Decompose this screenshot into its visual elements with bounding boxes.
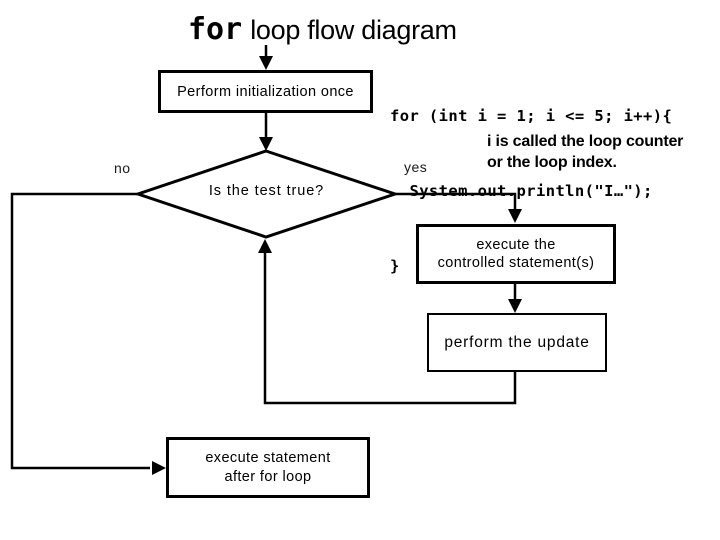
node-initialization-label: Perform initialization once (177, 83, 354, 100)
edge-label-no: no (114, 160, 131, 176)
node-perform-update-label: perform the update (444, 333, 590, 351)
node-after-loop: execute statement after for loop (166, 437, 370, 498)
note-line-1: i is called the loop counter (487, 133, 684, 150)
node-after-line-1: execute statement (205, 449, 331, 466)
arrowhead-into-init (259, 56, 273, 70)
code-line-1: for (int i = 1; i <= 5; i++){ (390, 107, 673, 125)
note-line-2: or the loop index. (487, 154, 617, 171)
title-text: loop flow diagram (250, 15, 457, 45)
decision-diamond (133, 149, 400, 239)
node-after-line-2: after for loop (224, 468, 312, 485)
arrow-feedback-path (263, 252, 517, 405)
node-execute-statements: execute the controlled statement(s) (416, 224, 616, 284)
title-keyword: for (188, 12, 243, 47)
loop-counter-note: i is called the loop counter or the loop… (487, 131, 683, 173)
page-title: for loop flow diagram (188, 12, 457, 47)
arrowhead-into-decision-bottom (258, 239, 272, 253)
node-execute-line-1: execute the (476, 237, 556, 253)
arrow-no-path (10, 192, 150, 470)
code-line-2: System.out.println("I…"); (390, 182, 653, 200)
arrowhead-into-after (152, 461, 166, 475)
arrowhead-into-decision-top (259, 137, 273, 151)
arrowhead-into-update (508, 299, 522, 313)
arrow-yes-path (395, 192, 517, 210)
node-execute-line-2: controlled statement(s) (437, 255, 595, 271)
node-decision-label: Is the test true? (208, 183, 325, 199)
node-initialization: Perform initialization once (158, 70, 373, 113)
arrowhead-into-execute (508, 209, 522, 223)
edge-label-yes: yes (404, 159, 428, 175)
code-line-3: } (390, 257, 400, 275)
code-snippet: for (int i = 1; i <= 5; i++){ System.out… (390, 54, 672, 329)
node-perform-update: perform the update (427, 313, 607, 372)
